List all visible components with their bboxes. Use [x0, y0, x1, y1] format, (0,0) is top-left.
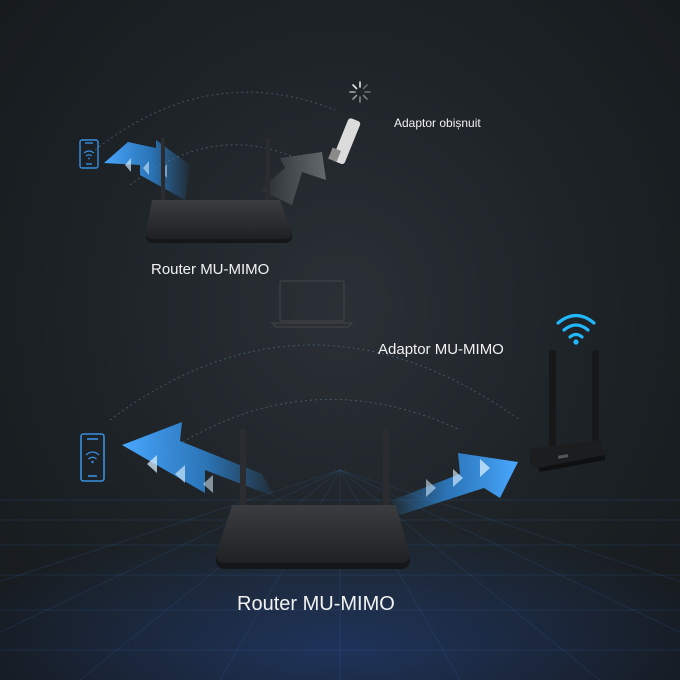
regular-adapter-label: Adaptor obișnuit: [394, 116, 481, 130]
top-router-label: Router MU-MIMO: [151, 261, 270, 278]
chevron-left-icon: [175, 465, 185, 483]
loading-spinner-icon: [349, 81, 371, 103]
chevron-left-icon: [147, 455, 157, 473]
top-beam-right: [260, 152, 326, 205]
chevron-left-icon: [143, 161, 149, 175]
bottom-router: [216, 429, 410, 569]
signal-arcs: [94, 91, 521, 451]
antenna: [161, 138, 165, 200]
chevron-right-icon: [453, 469, 463, 487]
chevron-right-icon: [480, 459, 490, 477]
laptop-icon: [270, 280, 354, 328]
mu-mimo-usb-adapter-icon: [529, 350, 605, 472]
mu-mimo-adapter-label: Adaptor MU-MIMO: [378, 341, 504, 358]
antenna: [266, 138, 270, 200]
regular-usb-adapter-icon: [328, 118, 361, 165]
top-router: [146, 138, 292, 243]
chevron-right-icon: [426, 479, 436, 497]
bottom-router-label: Router MU-MIMO: [237, 593, 395, 615]
wifi-signal-icon: [556, 313, 596, 345]
chevron-left-icon: [203, 475, 213, 493]
floor-grid: [0, 469, 680, 680]
bottom-beam-right: [390, 453, 518, 515]
bottom-beam-left: [122, 422, 275, 497]
antenna: [240, 429, 246, 509]
bottom-phone-icon: [80, 433, 105, 482]
top-beam-left: [104, 140, 190, 200]
top-phone-icon: [79, 139, 99, 169]
antenna: [383, 429, 389, 509]
chevron-left-icon: [125, 158, 131, 172]
